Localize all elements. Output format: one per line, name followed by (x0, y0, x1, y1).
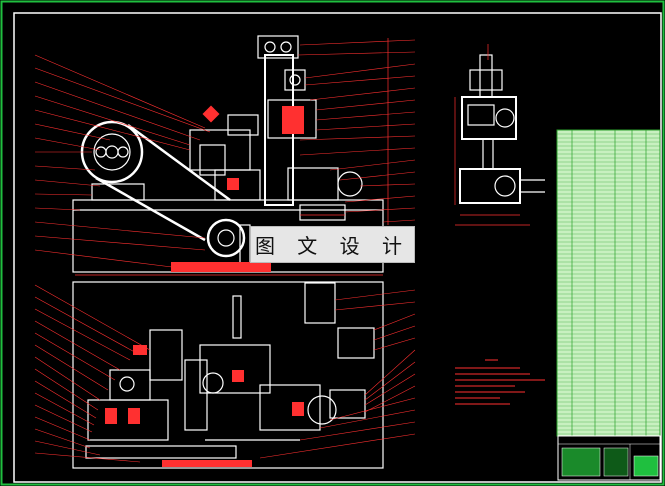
side-view (459, 54, 545, 204)
plan-view-sections (105, 345, 304, 467)
plan-view (72, 281, 384, 469)
front-view-sections (171, 105, 304, 272)
front-view-dimensions (75, 38, 389, 276)
technical-notes (455, 359, 545, 405)
title-block (557, 435, 661, 481)
leader-lines-right (259, 39, 416, 459)
watermark-banner: 图 文 设 计 (250, 226, 415, 263)
side-view-dimensions (454, 44, 530, 226)
leader-lines-left-plan (34, 284, 151, 463)
drawing-frame (13, 12, 662, 483)
parts-list-rows (557, 133, 660, 435)
leader-lines-left (34, 54, 211, 269)
parts-list-table (556, 129, 661, 437)
